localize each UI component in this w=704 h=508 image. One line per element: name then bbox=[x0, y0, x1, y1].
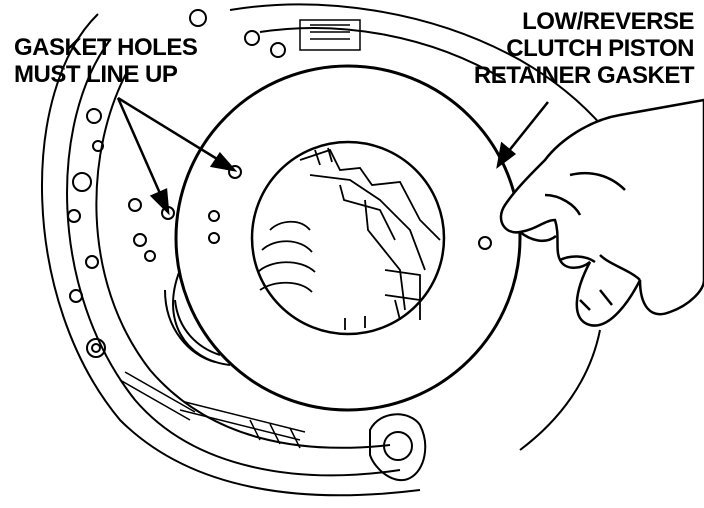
gasket-hole bbox=[208, 210, 220, 222]
case-right-arc bbox=[519, 329, 601, 451]
retainer-gasket bbox=[161, 64, 522, 412]
gasket-name-callout: LOW/REVERSE CLUTCH PISTON RETAINER GASKE… bbox=[473, 8, 695, 89]
callout-line: MUST LINE UP bbox=[14, 61, 178, 88]
case-ribs bbox=[119, 19, 361, 449]
arrow-to-hole-2 bbox=[116, 97, 164, 199]
callout-line: RETAINER GASKET bbox=[473, 62, 695, 89]
gasket-holes-callout: GASKET HOLES MUST LINE UP bbox=[14, 34, 198, 88]
callout-line: LOW/REVERSE bbox=[522, 8, 694, 35]
arrow-to-hole-1 bbox=[117, 96, 223, 164]
case-outer-arc bbox=[41, 13, 421, 497]
case-inner-arc bbox=[95, 69, 391, 449]
leader-arrows bbox=[116, 96, 549, 216]
arrowhead bbox=[496, 141, 517, 169]
case-second-arc bbox=[66, 39, 401, 477]
hand bbox=[499, 98, 704, 327]
case-bolt-holes bbox=[67, 9, 286, 358]
inner-housing bbox=[172, 269, 231, 366]
piston-detail bbox=[257, 147, 441, 330]
arrowhead bbox=[149, 188, 170, 216]
callout-line: CLUTCH PISTON bbox=[506, 35, 694, 62]
arrowhead bbox=[209, 151, 238, 172]
gasket-hole bbox=[208, 232, 220, 244]
gasket-hole bbox=[478, 236, 492, 250]
callout-line: GASKET HOLES bbox=[14, 34, 198, 61]
case-top-arc-2 bbox=[259, 27, 506, 81]
arrow-to-gasket bbox=[507, 101, 549, 153]
retainer-lug bbox=[369, 413, 427, 481]
